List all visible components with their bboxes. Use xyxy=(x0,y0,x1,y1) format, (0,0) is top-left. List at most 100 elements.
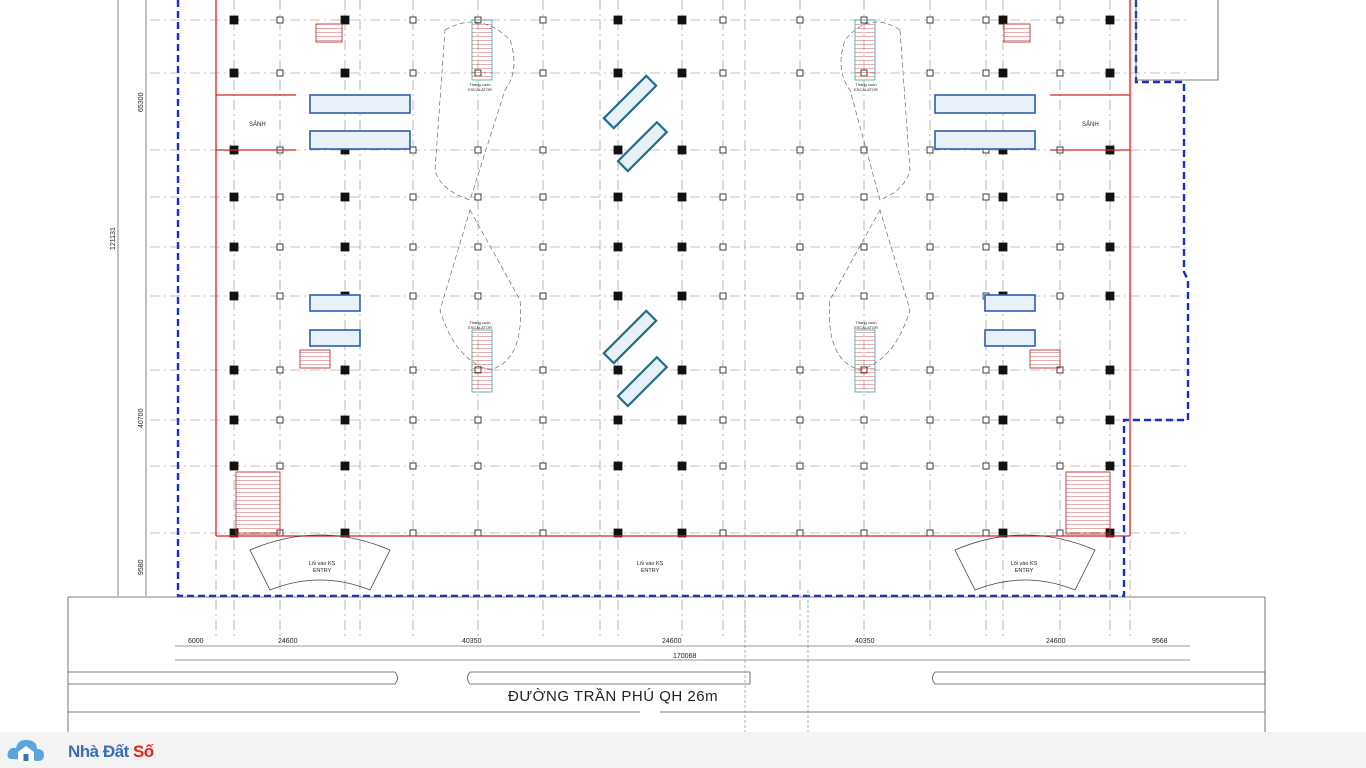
column xyxy=(474,292,482,300)
column xyxy=(982,529,990,537)
column xyxy=(474,146,482,154)
column xyxy=(677,145,687,155)
column xyxy=(340,192,350,202)
column xyxy=(613,242,623,252)
dim-h-3: 40350 xyxy=(462,638,482,645)
column xyxy=(719,366,727,374)
column xyxy=(340,365,350,375)
column xyxy=(719,292,727,300)
column xyxy=(677,461,687,471)
column xyxy=(926,292,934,300)
column xyxy=(539,462,547,470)
entry-canopies xyxy=(249,534,1096,591)
column xyxy=(409,529,417,537)
column xyxy=(719,69,727,77)
column xyxy=(860,529,868,537)
column xyxy=(409,366,417,374)
escalator-label-2: ESCALATOR xyxy=(468,87,492,92)
column xyxy=(677,291,687,301)
column xyxy=(409,462,417,470)
column xyxy=(409,193,417,201)
column xyxy=(409,16,417,24)
column xyxy=(229,365,239,375)
column xyxy=(860,243,868,251)
adjacent-building xyxy=(1135,0,1219,81)
column xyxy=(926,462,934,470)
entry-label-right-1: Lối vào KS xyxy=(1011,561,1038,567)
column xyxy=(998,242,1008,252)
dim-h-4: 24600 xyxy=(662,638,682,645)
column xyxy=(998,365,1008,375)
column xyxy=(539,69,547,77)
column xyxy=(677,415,687,425)
column xyxy=(229,192,239,202)
column xyxy=(340,415,350,425)
lobby-label-left: SẢNH xyxy=(249,121,266,128)
column xyxy=(276,416,284,424)
column xyxy=(229,461,239,471)
column xyxy=(719,146,727,154)
column xyxy=(276,366,284,374)
column xyxy=(982,16,990,24)
column xyxy=(613,461,623,471)
column xyxy=(1105,242,1115,252)
column xyxy=(539,416,547,424)
column xyxy=(474,529,482,537)
column xyxy=(719,416,727,424)
dim-v-4: 9580 xyxy=(138,559,145,575)
escalator-label-6: ESCALATOR xyxy=(854,87,878,92)
column xyxy=(998,528,1008,538)
column xyxy=(719,16,727,24)
column xyxy=(982,193,990,201)
escalators xyxy=(471,19,876,393)
column xyxy=(1056,193,1064,201)
column xyxy=(1056,529,1064,537)
column xyxy=(474,193,482,201)
column xyxy=(796,16,804,24)
column xyxy=(409,69,417,77)
brand-name-part2: Số xyxy=(132,742,154,761)
entry-label-left-2: ENTRY xyxy=(313,568,332,574)
column xyxy=(719,243,727,251)
column xyxy=(998,68,1008,78)
column xyxy=(926,529,934,537)
entry-label-center-2: ENTRY xyxy=(641,568,660,574)
column xyxy=(677,528,687,538)
dim-v-1: 65300 xyxy=(138,92,145,112)
column xyxy=(860,462,868,470)
escalator-label-5: Thang cuốn xyxy=(855,82,876,87)
column xyxy=(613,528,623,538)
structural-columns xyxy=(229,15,1115,538)
column xyxy=(276,462,284,470)
stairs xyxy=(235,23,1111,535)
column xyxy=(796,416,804,424)
column xyxy=(796,69,804,77)
column xyxy=(719,193,727,201)
column xyxy=(982,416,990,424)
column xyxy=(796,243,804,251)
column xyxy=(926,193,934,201)
column xyxy=(613,68,623,78)
dim-h-6: 24600 xyxy=(1046,638,1066,645)
column xyxy=(1105,192,1115,202)
column xyxy=(719,462,727,470)
column xyxy=(409,292,417,300)
column xyxy=(340,68,350,78)
column xyxy=(982,462,990,470)
dim-h-7: 9568 xyxy=(1152,638,1168,645)
dim-total: 170068 xyxy=(673,653,696,660)
column xyxy=(276,16,284,24)
column xyxy=(539,366,547,374)
entry-label-center-1: Lối vào KS xyxy=(637,561,664,567)
column xyxy=(474,416,482,424)
column xyxy=(539,529,547,537)
column xyxy=(229,415,239,425)
column xyxy=(340,15,350,25)
column xyxy=(1056,243,1064,251)
column xyxy=(1105,68,1115,78)
column xyxy=(229,242,239,252)
angled-lift-cores xyxy=(602,74,669,408)
column xyxy=(998,15,1008,25)
column xyxy=(229,291,239,301)
